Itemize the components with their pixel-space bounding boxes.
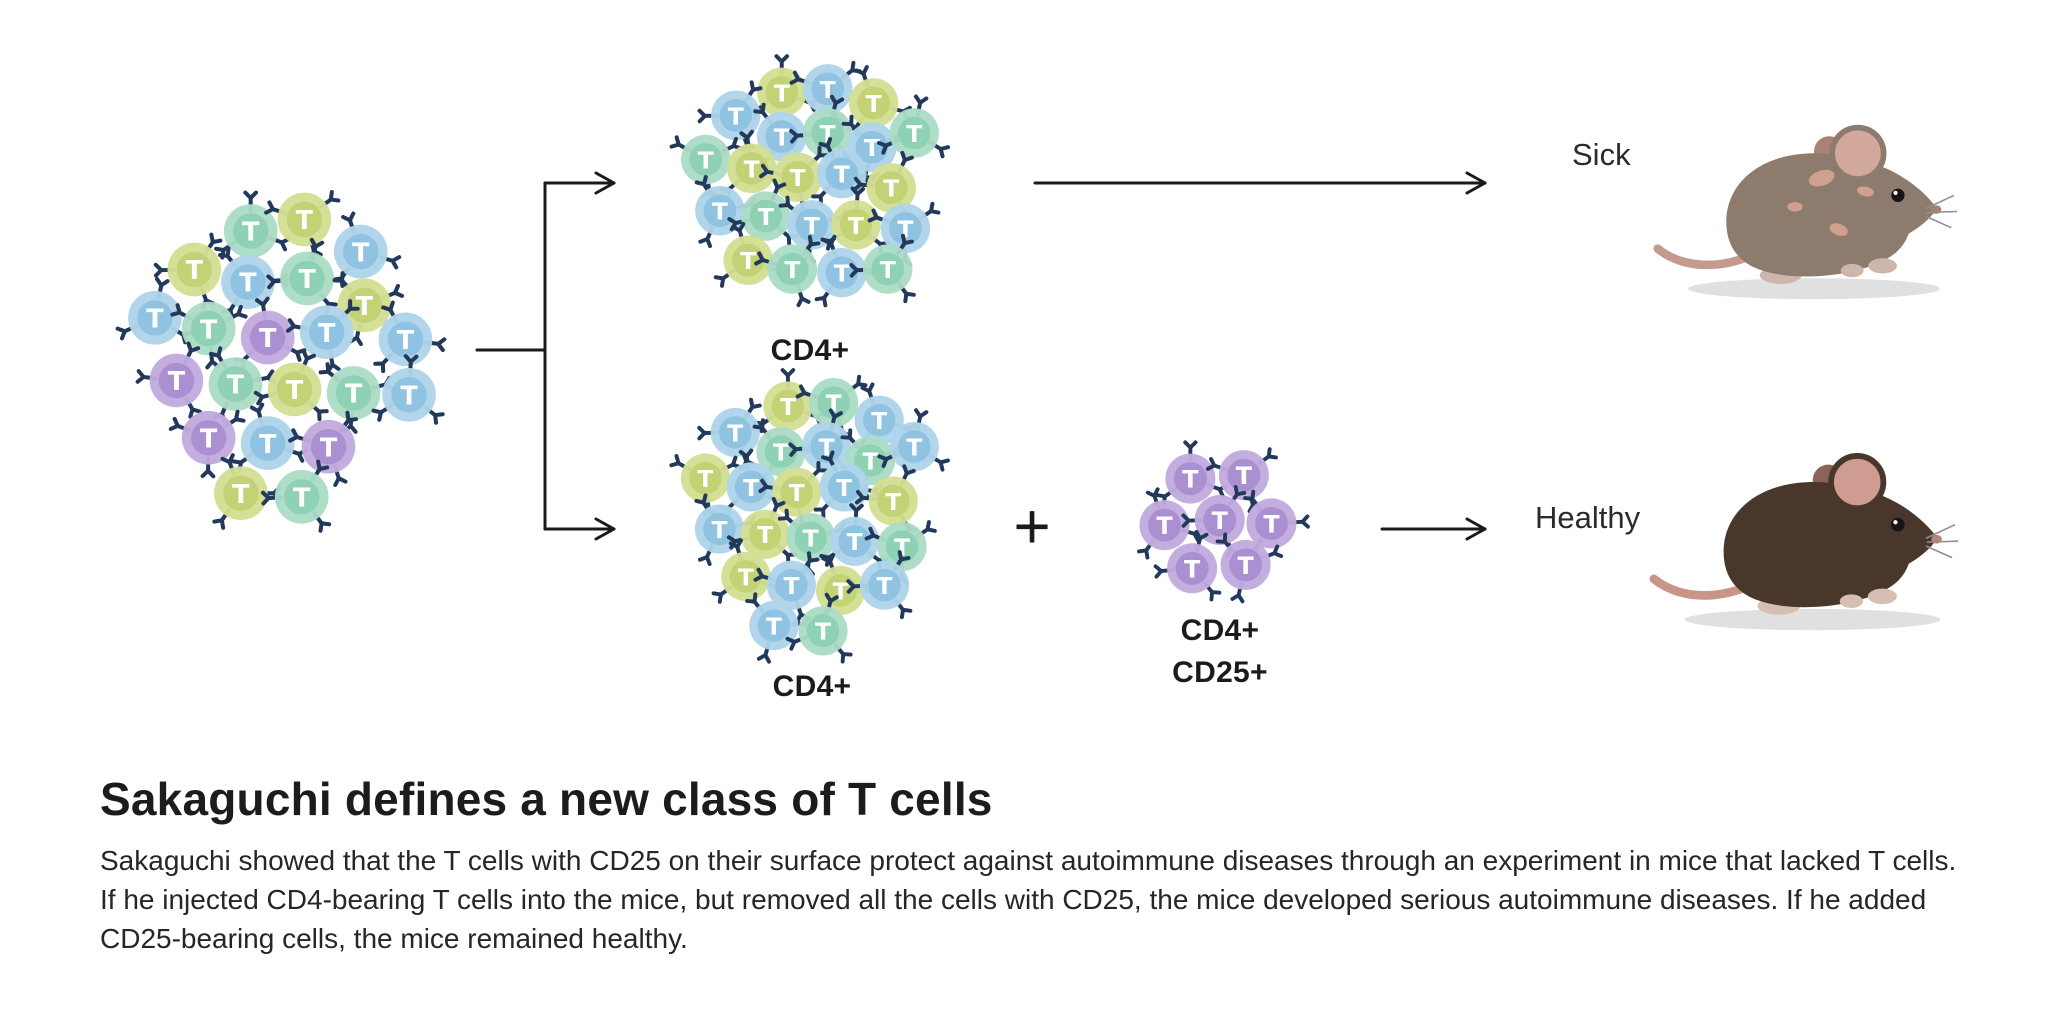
- healthy-label: Healthy: [1535, 500, 1641, 535]
- cd4-label-bottom: CD4+: [772, 670, 852, 703]
- svg-text:T: T: [774, 79, 790, 107]
- svg-text:T: T: [232, 480, 250, 510]
- svg-text:T: T: [200, 315, 218, 345]
- svg-text:T: T: [356, 292, 374, 322]
- svg-text:T: T: [698, 146, 714, 174]
- svg-text:T: T: [697, 465, 713, 493]
- svg-text:T: T: [871, 407, 887, 435]
- svg-text:T: T: [200, 424, 218, 454]
- svg-text:T: T: [883, 175, 899, 203]
- cd4-label-top: CD4+: [770, 334, 850, 367]
- cd4-cd25-label: CD4+ CD25+: [1172, 610, 1268, 694]
- svg-text:T: T: [286, 376, 304, 406]
- svg-text:T: T: [738, 563, 754, 591]
- svg-text:T: T: [293, 483, 311, 513]
- svg-text:T: T: [296, 206, 314, 236]
- svg-text:T: T: [885, 488, 901, 516]
- svg-text:T: T: [758, 203, 774, 231]
- svg-text:T: T: [894, 533, 910, 561]
- svg-text:T: T: [740, 247, 756, 275]
- svg-text:T: T: [168, 367, 186, 397]
- svg-text:T: T: [834, 260, 850, 288]
- section-title: Sakaguchi defines a new class of T cells: [100, 773, 993, 825]
- svg-text:T: T: [1263, 510, 1280, 538]
- svg-text:T: T: [397, 326, 415, 356]
- cd4-cd25-label-line1: CD4+: [1180, 614, 1260, 647]
- svg-text:T: T: [833, 577, 849, 605]
- svg-text:T: T: [848, 212, 864, 240]
- svg-text:T: T: [862, 447, 878, 475]
- svg-text:T: T: [1238, 552, 1255, 580]
- cd4-cd25-label-line2: CD25+: [1172, 656, 1268, 689]
- svg-text:T: T: [820, 120, 836, 148]
- svg-text:T: T: [298, 265, 316, 295]
- svg-text:T: T: [790, 164, 806, 192]
- svg-text:T: T: [834, 161, 850, 189]
- svg-text:T: T: [766, 612, 782, 640]
- svg-text:T: T: [866, 90, 882, 118]
- svg-text:T: T: [242, 218, 260, 248]
- svg-text:T: T: [836, 474, 852, 502]
- healthy-mouse-illustration: [1648, 424, 1959, 637]
- svg-text:T: T: [815, 618, 831, 646]
- svg-text:T: T: [744, 155, 760, 183]
- svg-text:T: T: [728, 102, 744, 130]
- svg-text:T: T: [877, 572, 893, 600]
- svg-text:T: T: [743, 474, 759, 502]
- svg-text:T: T: [906, 120, 922, 148]
- svg-text:T: T: [345, 380, 363, 410]
- svg-text:T: T: [780, 393, 796, 421]
- svg-text:T: T: [711, 516, 727, 544]
- svg-text:T: T: [259, 430, 277, 460]
- svg-text:T: T: [186, 256, 204, 286]
- svg-text:T: T: [352, 238, 370, 268]
- svg-text:T: T: [146, 305, 164, 335]
- svg-text:T: T: [774, 123, 790, 151]
- svg-text:T: T: [259, 324, 277, 354]
- svg-text:T: T: [803, 525, 819, 553]
- sick-label: Sick: [1572, 137, 1631, 172]
- svg-text:T: T: [1212, 507, 1229, 535]
- sick-mouse-illustration: [1652, 96, 1958, 306]
- svg-text:T: T: [1236, 462, 1253, 490]
- svg-text:T: T: [239, 269, 257, 299]
- svg-text:T: T: [880, 256, 896, 284]
- svg-text:T: T: [789, 479, 805, 507]
- svg-text:T: T: [757, 521, 773, 549]
- svg-text:T: T: [320, 433, 338, 463]
- svg-text:T: T: [804, 212, 820, 240]
- svg-text:T: T: [864, 134, 880, 162]
- svg-text:T: T: [783, 572, 799, 600]
- svg-text:T: T: [847, 528, 863, 556]
- svg-text:T: T: [1184, 555, 1201, 583]
- svg-text:T: T: [1182, 466, 1199, 494]
- svg-text:T: T: [712, 198, 728, 226]
- plus-sign: +: [1013, 490, 1051, 563]
- svg-text:T: T: [318, 319, 336, 349]
- svg-text:T: T: [227, 371, 245, 401]
- svg-text:T: T: [784, 256, 800, 284]
- svg-text:T: T: [773, 439, 789, 467]
- section-description: Sakaguchi showed that the T cells with C…: [100, 845, 1957, 954]
- svg-text:T: T: [906, 433, 922, 461]
- svg-text:T: T: [400, 381, 418, 411]
- svg-text:T: T: [1156, 512, 1173, 540]
- svg-text:T: T: [727, 419, 743, 447]
